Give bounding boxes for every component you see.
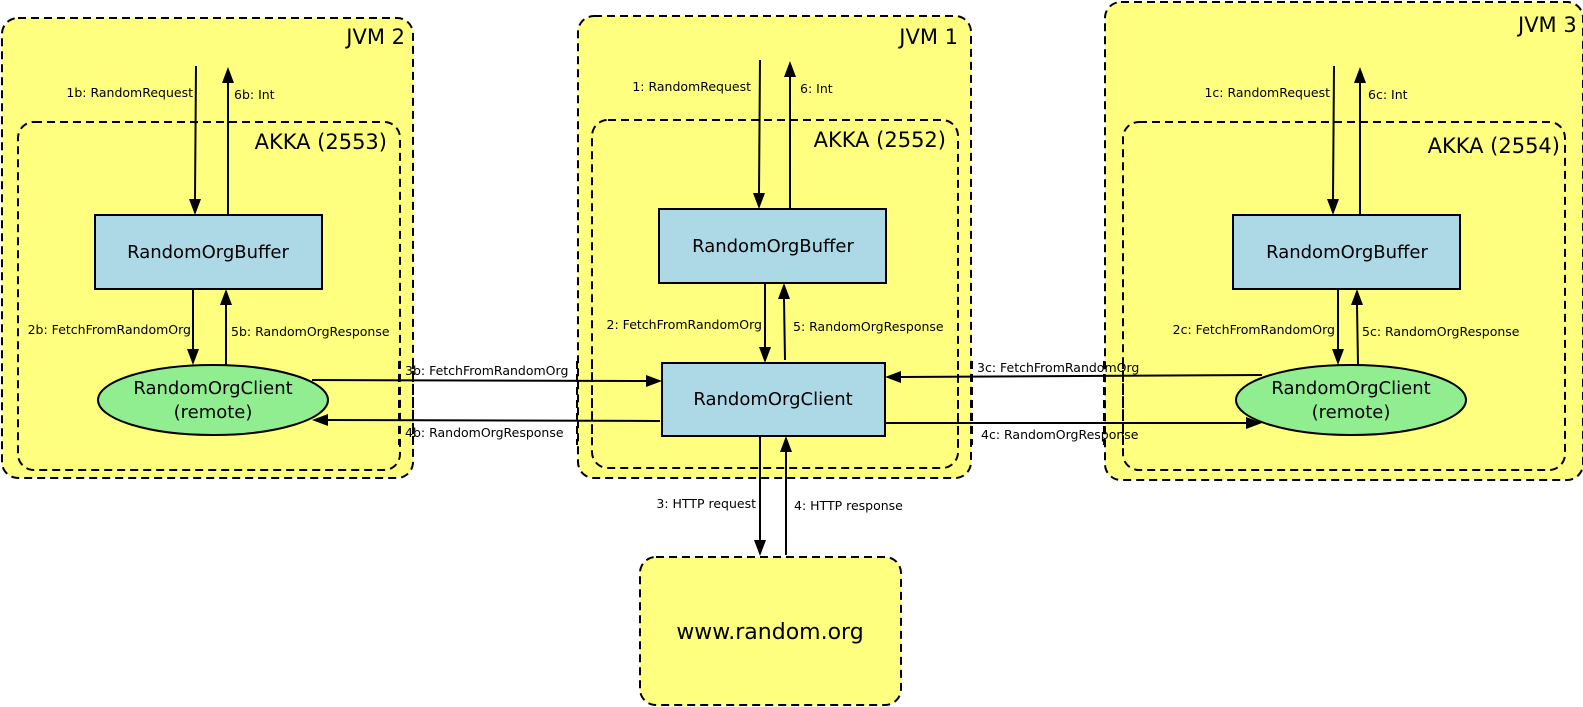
arrowhead bbox=[1327, 199, 1339, 215]
edge-5: 5: RandomOrgResponse bbox=[778, 283, 944, 361]
edge-6b-label: 6b: Int bbox=[234, 87, 275, 102]
client-jvm1-box[interactable] bbox=[661, 362, 886, 437]
edge-3b-label: 3b: FetchFromRandomOrg bbox=[405, 363, 568, 378]
buffer-jvm3-label: RandomOrgBuffer bbox=[1266, 242, 1428, 263]
edge-1b: 1b: RandomRequest bbox=[66, 65, 201, 215]
akka2554-boundary bbox=[1122, 121, 1566, 471]
node-client-jvm1[interactable]: RandomOrgClient bbox=[661, 362, 886, 437]
edge-4c-label: 4c: RandomOrgResponse bbox=[981, 427, 1139, 442]
buffer-jvm1-label: RandomOrgBuffer bbox=[692, 236, 854, 257]
edge-2b-label: 2b: FetchFromRandomOrg bbox=[28, 322, 191, 337]
edge-6c-label: 6c: Int bbox=[1368, 87, 1408, 102]
arrowhead bbox=[1332, 349, 1344, 365]
cluster-jvm3: JVM 3 AKKA (2554) bbox=[1104, 1, 1583, 481]
edge-3b: 3b: FetchFromRandomOrg bbox=[311, 363, 662, 387]
random-org-label: www.random.org bbox=[676, 620, 863, 645]
node-buffer-jvm1[interactable]: RandomOrgBuffer bbox=[658, 208, 887, 284]
edge-6b: 6b: Int bbox=[222, 67, 275, 215]
edge-3c-label: 3c: FetchFromRandomOrg bbox=[977, 360, 1139, 375]
edge-5c: 5c: RandomOrgResponse bbox=[1351, 289, 1520, 366]
arrowhead bbox=[759, 347, 771, 363]
arrowhead bbox=[753, 193, 765, 209]
edge-1c-label: 1c: RandomRequest bbox=[1204, 85, 1330, 100]
client-jvm3-ellipse[interactable] bbox=[1235, 364, 1467, 436]
edge-2c: 2c: FetchFromRandomOrg bbox=[1173, 289, 1344, 365]
akka2552-label: AKKA (2552) bbox=[814, 128, 946, 152]
edge-3-label: 3: HTTP request bbox=[656, 496, 756, 511]
edge-1b-label: 1b: RandomRequest bbox=[66, 85, 193, 100]
arrowhead bbox=[1246, 417, 1262, 429]
arrowhead bbox=[189, 199, 201, 215]
edge-3c: 3c: FetchFromRandomOrg bbox=[885, 360, 1263, 383]
buffer-jvm1-box[interactable] bbox=[658, 208, 887, 284]
edge-1: 1: RandomRequest bbox=[632, 59, 765, 209]
node-client-jvm2[interactable]: RandomOrgClient (remote) bbox=[97, 364, 329, 436]
client-jvm3-label: RandomOrgClient bbox=[1271, 378, 1430, 399]
edge-5c-label: 5c: RandomOrgResponse bbox=[1362, 324, 1520, 339]
client-jvm2-label: RandomOrgClient bbox=[133, 378, 292, 399]
edge-1-label: 1: RandomRequest bbox=[632, 79, 751, 94]
arrowhead bbox=[1351, 289, 1363, 305]
arrowhead bbox=[885, 371, 901, 383]
edge-4c: 4c: RandomOrgResponse bbox=[885, 417, 1262, 442]
edge-1c: 1c: RandomRequest bbox=[1204, 65, 1339, 215]
node-buffer-jvm3[interactable]: RandomOrgBuffer bbox=[1232, 214, 1461, 290]
arrowhead bbox=[187, 349, 199, 365]
arrowhead bbox=[1354, 67, 1366, 83]
edge-6-label: 6: Int bbox=[800, 81, 833, 96]
arrowhead bbox=[778, 283, 790, 299]
edge-2: 2: FetchFromRandomOrg bbox=[607, 283, 771, 363]
arrowhead bbox=[780, 436, 792, 452]
arrowhead bbox=[222, 67, 234, 83]
edge-4: 4: HTTP response bbox=[780, 436, 903, 555]
client-jvm1-label: RandomOrgClient bbox=[693, 389, 852, 410]
edge-3: 3: HTTP request bbox=[656, 436, 766, 556]
arrowhead bbox=[784, 61, 796, 77]
akka2553-label: AKKA (2553) bbox=[255, 130, 387, 154]
buffer-jvm2-label: RandomOrgBuffer bbox=[127, 242, 289, 263]
arrowhead bbox=[754, 540, 766, 556]
edge-2b: 2b: FetchFromRandomOrg bbox=[28, 289, 199, 365]
jvm2-label: JVM 2 bbox=[344, 25, 405, 49]
edge-2c-label: 2c: FetchFromRandomOrg bbox=[1173, 322, 1335, 337]
edge-5-label: 5: RandomOrgResponse bbox=[793, 319, 944, 334]
client-jvm2-ellipse[interactable] bbox=[97, 364, 329, 436]
edge-4-label: 4: HTTP response bbox=[794, 498, 903, 513]
client-jvm3-sublabel: (remote) bbox=[1312, 402, 1391, 423]
jvm1-label: JVM 1 bbox=[897, 25, 958, 49]
jvm3-label: JVM 3 bbox=[1516, 13, 1577, 37]
random-org-box bbox=[639, 556, 902, 706]
arrowhead bbox=[220, 289, 232, 305]
edge-2-label: 2: FetchFromRandomOrg bbox=[607, 317, 762, 332]
arrowhead bbox=[646, 375, 662, 387]
buffer-jvm2-box[interactable] bbox=[94, 214, 323, 290]
arrowhead bbox=[312, 414, 328, 426]
edge-6: 6: Int bbox=[784, 61, 833, 209]
edge-4b-label: 4b: RandomOrgResponse bbox=[405, 425, 564, 440]
gap-left bbox=[414, 361, 577, 445]
buffer-jvm3-box[interactable] bbox=[1232, 214, 1461, 290]
client-jvm2-sublabel: (remote) bbox=[174, 402, 253, 423]
edge-6c: 6c: Int bbox=[1354, 67, 1408, 215]
akka2554-label: AKKA (2554) bbox=[1428, 134, 1560, 158]
node-client-jvm3[interactable]: RandomOrgClient (remote) bbox=[1235, 364, 1467, 436]
node-buffer-jvm2[interactable]: RandomOrgBuffer bbox=[94, 214, 323, 290]
edge-4b: 4b: RandomOrgResponse bbox=[312, 414, 661, 440]
external-random-org: www.random.org bbox=[639, 556, 902, 706]
edge-5b-label: 5b: RandomOrgResponse bbox=[231, 324, 390, 339]
edge-5b: 5b: RandomOrgResponse bbox=[220, 289, 390, 365]
